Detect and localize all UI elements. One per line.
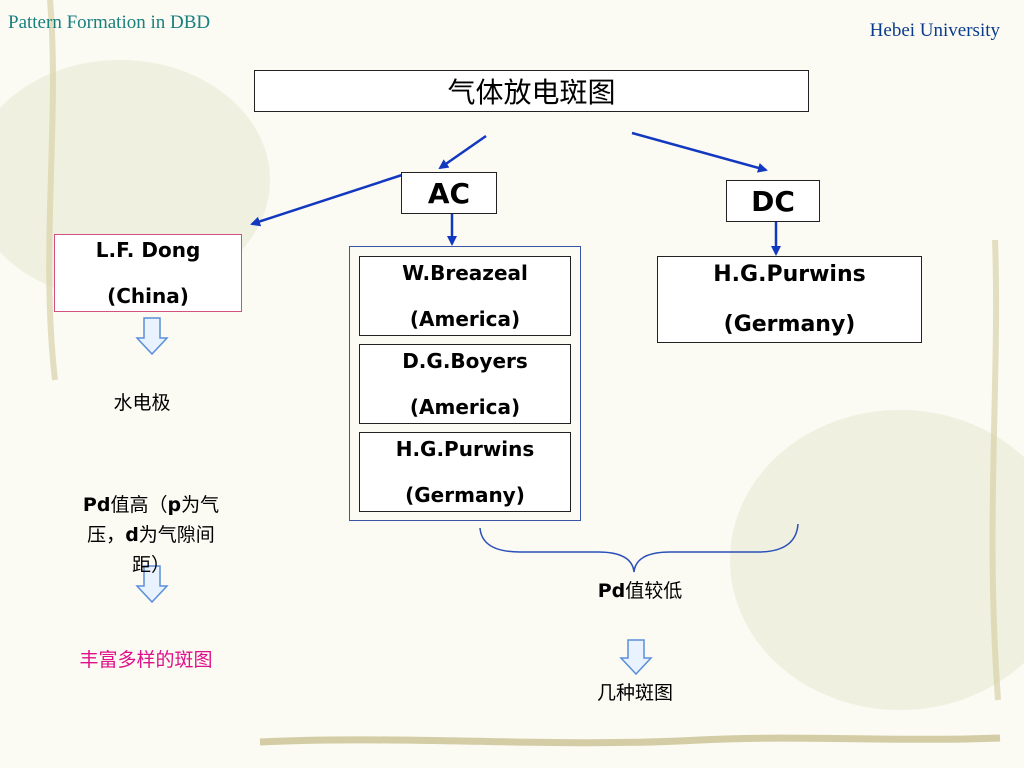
ac-item-country: (America) — [409, 307, 521, 331]
dc-item-purwins: H.G.Purwins (Germany) — [657, 256, 922, 343]
ac-item-name: H.G.Purwins — [395, 437, 535, 461]
pd-low-text: Pd值较低 — [560, 576, 720, 603]
main-title: 气体放电斑图 — [447, 76, 616, 109]
pd-high-line3: 距） — [131, 554, 170, 576]
pd-high-line1: Pd值高（p为气 — [46, 490, 256, 520]
rich-patterns-text: 丰富多样的斑图 — [79, 649, 213, 671]
pd-symbol: Pd — [597, 580, 626, 602]
ac-box: AC — [401, 172, 497, 214]
dong-name: L.F. Dong — [95, 238, 201, 262]
pd-high-line2: 压，d为气隙间 — [46, 520, 256, 550]
p-symbol: p — [167, 494, 182, 516]
dc-item-country: (Germany) — [723, 311, 856, 337]
ac-label: AC — [427, 176, 471, 210]
arrow-title-to-dc — [631, 131, 768, 173]
dong-country: (China) — [107, 284, 189, 308]
hollow-arrow-3 — [619, 639, 653, 676]
arrow-title-to-ac — [438, 134, 487, 170]
ac-item-name: W.Breazeal — [402, 261, 528, 285]
water-electrode-text: 水电极 — [113, 392, 171, 414]
hollow-arrow-2 — [135, 565, 169, 604]
main-title-box: 气体放电斑图 — [254, 70, 809, 112]
group-brace — [479, 523, 799, 573]
dc-label: DC — [751, 184, 795, 218]
arrow-ac-to-dong — [250, 173, 403, 227]
pd-symbol: Pd — [82, 494, 111, 516]
hollow-arrow-1 — [135, 317, 169, 356]
d-symbol: d — [125, 524, 139, 546]
few-patterns-text: 几种斑图 — [596, 682, 673, 704]
ac-item-name: D.G.Boyers — [402, 349, 528, 373]
pd-high-part: 压， — [87, 524, 126, 546]
dong-box: L.F. Dong (China) — [54, 234, 242, 312]
pd-high-text: Pd值高（p为气 压，d为气隙间 距） — [46, 490, 256, 580]
dc-item-name: H.G.Purwins — [713, 261, 866, 287]
ac-group-frame — [349, 246, 581, 521]
header-right-title: Hebei University — [869, 20, 1000, 41]
pd-low-part: 值较低 — [625, 580, 683, 602]
ac-item-country: (Germany) — [405, 483, 525, 507]
pd-high-part: 值高（ — [110, 494, 168, 516]
ac-item-boyers: D.G.Boyers (America) — [359, 344, 571, 424]
ac-item-breazeal: W.Breazeal (America) — [359, 256, 571, 336]
ac-item-country: (America) — [409, 395, 521, 419]
ac-item-purwins: H.G.Purwins (Germany) — [359, 432, 571, 512]
pd-high-part: 为气 — [181, 494, 220, 516]
dc-box: DC — [726, 180, 820, 222]
pd-high-part: 为气隙间 — [138, 524, 215, 546]
header-left-title: Pattern Formation in DBD — [8, 12, 211, 33]
